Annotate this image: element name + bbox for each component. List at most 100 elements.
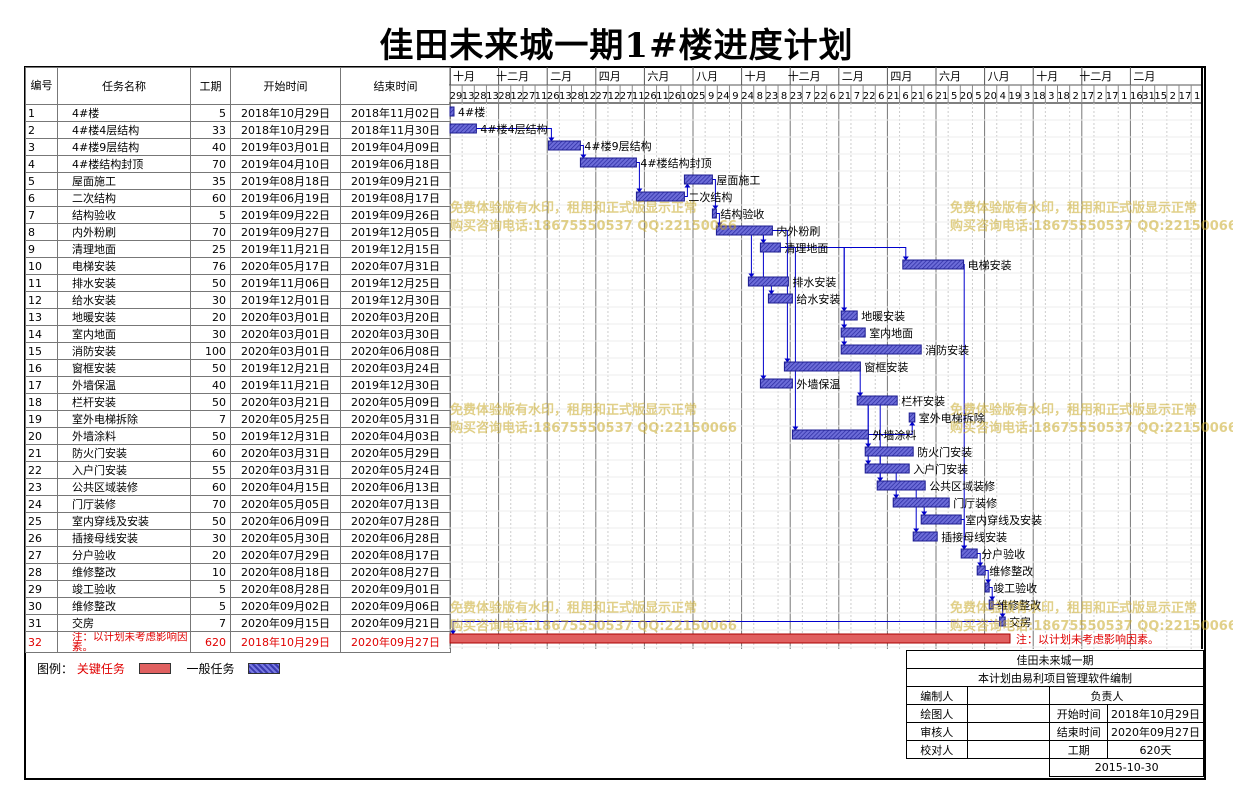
task-start: 2019年11月21日 — [230, 376, 341, 394]
week-label: 27 — [620, 91, 633, 102]
task-start: 2019年06月19日 — [230, 189, 341, 207]
dependency-arrow — [580, 154, 587, 159]
week-label: 1 — [1194, 91, 1200, 102]
task-id: 28 — [25, 563, 58, 581]
task-id: 23 — [25, 478, 58, 496]
week-label: 21 — [838, 91, 851, 102]
week-label: 24 — [717, 91, 730, 102]
bar-label: 二次结构 — [688, 190, 732, 204]
task-name: 室内地面 — [57, 325, 191, 343]
task-name: 竣工验收 — [57, 580, 191, 598]
legend: 图例： 关键任务 一般任务 — [37, 660, 292, 677]
week-label: 2 — [1097, 91, 1103, 102]
info-blank — [906, 758, 1051, 777]
task-start: 2018年10月29日 — [230, 631, 341, 653]
task-id: 29 — [25, 580, 58, 598]
week-label: 8 — [757, 91, 763, 102]
task-id: 20 — [25, 427, 58, 445]
task-id: 1 — [25, 104, 58, 122]
week-label: 22 — [814, 91, 827, 102]
task-end: 2019年08月17日 — [340, 189, 451, 207]
week-label: 10 — [680, 91, 693, 102]
dependency-link — [580, 145, 584, 158]
header-id-label: 编号 — [30, 79, 53, 92]
info-box: 佳田未来城一期 本计划由易利项目管理软件编制 编制人 负责人 绘图人 开始时间 … — [906, 650, 1205, 777]
task-end: 2019年12月15日 — [340, 240, 451, 258]
bar-label: 外墙涂料 — [872, 428, 916, 442]
task-name: 栏杆安装 — [57, 393, 191, 411]
task-bar — [767, 293, 793, 304]
task-start: 2020年03月31日 — [230, 444, 341, 462]
task-id: 3 — [25, 138, 58, 156]
task-start: 2018年10月29日 — [230, 121, 341, 139]
week-label: 6 — [902, 91, 908, 102]
task-name: 入户门安装 — [57, 461, 191, 479]
week-label: 23 — [766, 91, 779, 102]
bar-label: 结构验收 — [720, 207, 764, 221]
task-end: 2020年09月06日 — [340, 597, 451, 615]
bar-label: 4#楼9层结构 — [584, 139, 651, 153]
task-bar — [711, 208, 717, 219]
task-duration: 5 — [190, 597, 231, 615]
task-duration: 60 — [190, 189, 231, 207]
info-end-label: 结束时间 — [1049, 722, 1108, 741]
task-bar — [976, 565, 986, 576]
dependency-link — [476, 128, 552, 141]
task-duration: 70 — [190, 495, 231, 513]
dependency-arrow — [865, 460, 872, 465]
task-start: 2020年08月28日 — [230, 580, 341, 598]
task-id: 13 — [25, 308, 58, 326]
info-compiler-label: 编制人 — [906, 686, 968, 705]
task-bar — [791, 429, 869, 440]
task-id: 22 — [25, 461, 58, 479]
task-bar — [856, 395, 898, 406]
task-name: 维修整改 — [57, 563, 191, 581]
task-duration: 55 — [190, 461, 231, 479]
header-duration: 工期 — [190, 67, 231, 105]
task-end: 2019年09月21日 — [340, 172, 451, 190]
dependency-link — [772, 230, 788, 362]
task-name: 室外电梯拆除 — [57, 410, 191, 428]
task-bar — [908, 412, 916, 423]
week-label: 18 — [1033, 91, 1046, 102]
week-label: 20 — [984, 91, 997, 102]
week-label: 28 — [474, 91, 487, 102]
task-end: 2020年03月20日 — [340, 308, 451, 326]
task-start: 2020年04月15日 — [230, 478, 341, 496]
task-start: 2019年08月18日 — [230, 172, 341, 190]
task-name: 屋面施工 — [57, 172, 191, 190]
info-drawer-value — [966, 704, 1051, 723]
info-end-value: 2020年09月27日 — [1106, 722, 1205, 741]
task-duration: 10 — [190, 563, 231, 581]
task-duration: 50 — [190, 393, 231, 411]
bar-label: 室内地面 — [869, 326, 913, 340]
task-end: 2020年09月27日 — [340, 631, 451, 653]
task-end: 2019年06月18日 — [340, 155, 451, 173]
dependency-arrow — [841, 324, 848, 329]
legend-normal-swatch — [248, 663, 281, 674]
task-bar — [902, 259, 965, 270]
month-label: 六月 — [647, 70, 669, 83]
task-start: 2020年03月01日 — [230, 342, 341, 360]
dependency-link — [762, 230, 773, 379]
dependency-arrow — [989, 596, 996, 601]
task-start: 2020年08月18日 — [230, 563, 341, 581]
task-id: 12 — [25, 291, 58, 309]
task-start: 2020年03月21日 — [230, 393, 341, 411]
week-label: 18 — [1057, 91, 1070, 102]
week-label: 26 — [547, 91, 560, 102]
dependency-link — [993, 604, 1004, 617]
task-name: 外墙涂料 — [57, 427, 191, 445]
task-end: 2020年07月13日 — [340, 495, 451, 513]
bar-label: 排水安装 — [792, 275, 836, 289]
